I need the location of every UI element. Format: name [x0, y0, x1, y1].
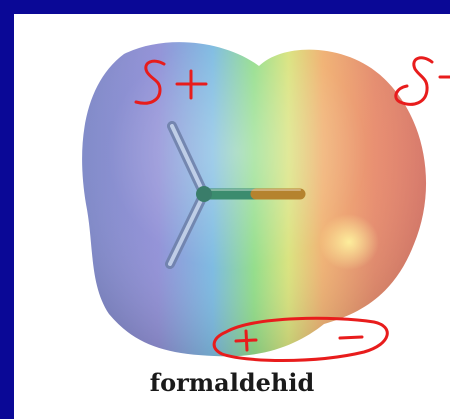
figure-panel: δ+ δ- + - formaldehid: [14, 14, 450, 419]
molecule-caption: formaldehid: [149, 368, 315, 397]
dipole-minus-mark: [338, 335, 364, 340]
annotation-dipole-ellipse: [212, 316, 389, 362]
annotation-delta-plus: [134, 59, 208, 105]
molecule-skeleton: [165, 121, 306, 269]
annotation-delta-minus: [394, 56, 450, 106]
electrostatic-potential-map: δ+ δ- + -: [82, 42, 450, 362]
